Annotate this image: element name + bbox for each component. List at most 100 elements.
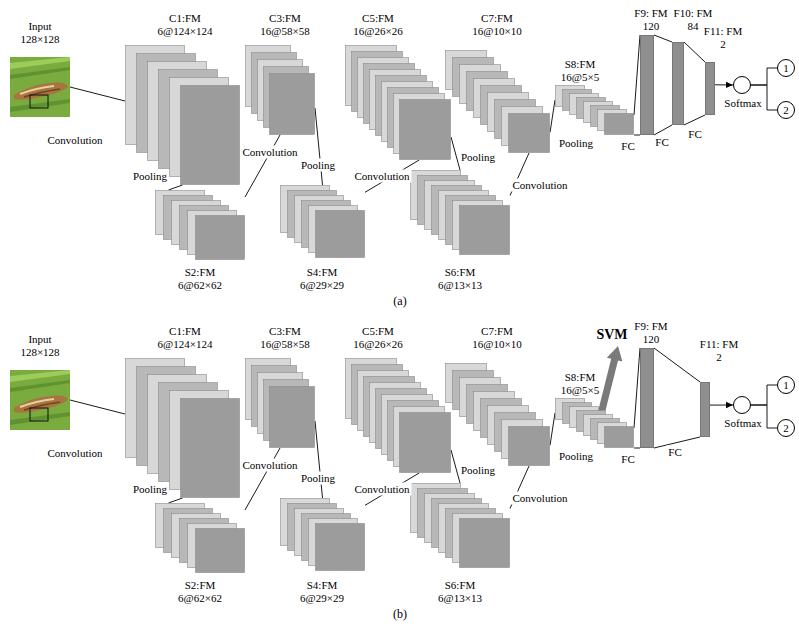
connector-line: [70, 87, 125, 101]
layer-label: C7:FM 16@10×10: [467, 325, 527, 351]
streak: [24, 89, 60, 97]
feature-map-stack: [445, 50, 550, 153]
edge-label-holder: Pooling: [131, 170, 169, 183]
edge-label-holder: Pooling: [459, 464, 497, 477]
connector-line: [684, 115, 705, 125]
label-holder: Softmax: [718, 417, 768, 430]
edge-label-holder: Convolution: [352, 483, 411, 496]
edge-label-holder: Convolution: [510, 179, 569, 192]
layer-label: Softmax: [718, 97, 768, 110]
connector-line: [169, 185, 183, 190]
feature-map-node: S4:FM 6@29×29: [280, 498, 365, 571]
feature-map-stack: [155, 503, 245, 573]
label-holder: Input 128×128: [14, 20, 66, 46]
feature-map-node: S6:FM 6@13×13: [410, 170, 510, 255]
layer-label: C1:FM 6@124×124: [155, 325, 215, 351]
connector-line: [245, 135, 280, 197]
input-node: Input 128×128: [10, 370, 70, 430]
fc-layer-bar: F9: FM 120: [640, 348, 654, 448]
operation-label: Pooling: [557, 137, 595, 150]
panel-label: (b): [393, 607, 407, 622]
connector-line: [654, 125, 672, 135]
kernel-window: [30, 95, 48, 108]
output-class-number: 2: [778, 420, 794, 436]
operation-label: Pooling: [299, 159, 337, 172]
layer-label: C7:FM 16@10×10: [467, 12, 527, 38]
connector-line: [550, 100, 555, 132]
feature-map-sheet: [509, 114, 550, 153]
fc-layer-bar: F9: FM 120: [640, 35, 654, 135]
connector-line: [550, 413, 555, 445]
edge-label-holder: Convolution: [510, 492, 569, 505]
feature-map-stack: [345, 45, 451, 160]
layer-label: Input 128×128: [14, 20, 66, 46]
edge-label-holder: FC: [619, 140, 636, 153]
feature-map-node: C7:FM 16@10×10: [445, 50, 550, 153]
label-holder: C3:FM 16@58×58: [255, 325, 315, 351]
stripe: [10, 57, 70, 69]
kernel-window: [30, 408, 48, 421]
edge-label-holder: Convolution: [352, 170, 411, 183]
feature-map-stack: [125, 358, 240, 498]
label-holder: C1:FM 6@124×124: [155, 12, 215, 38]
operation-label: Convolution: [510, 179, 569, 192]
connector: [70, 400, 125, 414]
connector-line: [654, 348, 700, 382]
operation-label: Convolution: [352, 170, 411, 183]
connector: [684, 42, 705, 125]
connector: [654, 35, 672, 135]
label-holder: S8:FM 16@5×5: [554, 58, 606, 84]
circle-node: 2: [777, 101, 795, 119]
output-class-number: 1: [778, 60, 794, 76]
layer-label: C5:FM 16@26×26: [348, 12, 408, 38]
connector: [245, 448, 280, 510]
layer-label: Input 128×128: [14, 333, 66, 359]
layer-label: C3:FM 16@58×58: [255, 325, 315, 351]
operation-label: Convolution: [510, 492, 569, 505]
connector: [654, 348, 700, 448]
field: [10, 370, 70, 430]
layer-label: S2:FM 6@62×62: [170, 266, 230, 292]
feature-map-stack: [555, 398, 634, 448]
fc-layer-bar: F11: FM 2: [705, 62, 715, 115]
layer-label: C5:FM 16@26×26: [348, 325, 408, 351]
label-holder: S4:FM 6@29×29: [292, 266, 352, 292]
layer-label: S4:FM 6@29×29: [292, 579, 352, 605]
feature-map-node: C5:FM 16@26×26: [345, 45, 451, 160]
label-holder: S2:FM 6@62×62: [170, 266, 230, 292]
feature-map-stack: [410, 483, 510, 568]
layer-label: C1:FM 6@124×124: [155, 12, 215, 38]
operation-label: Convolution: [45, 447, 104, 460]
operation-label: Convolution: [240, 459, 299, 472]
feature-map-node: S8:FM 16@5×5: [555, 398, 634, 448]
connector: [751, 385, 777, 405]
edge-label-holder: Convolution: [45, 134, 104, 147]
operation-label: Convolution: [352, 483, 411, 496]
edge-label-holder: Pooling: [131, 483, 169, 496]
connector: [550, 100, 555, 132]
feature-map-sheet: [400, 413, 451, 473]
circle-node: 1: [777, 376, 795, 394]
field: [10, 57, 70, 117]
feature-map-stack: [445, 363, 550, 466]
connector-line: [751, 385, 777, 405]
stripe: [10, 380, 70, 392]
feature-map-sheet: [316, 524, 365, 571]
feature-map-node: S6:FM 6@13×13: [410, 483, 510, 568]
operation-label: Pooling: [131, 483, 169, 496]
operation-label: FC: [666, 446, 683, 459]
layer-label: S6:FM 6@13×13: [430, 579, 490, 605]
label-holder: C7:FM 16@10×10: [467, 12, 527, 38]
feature-map-stack: [410, 170, 510, 255]
edge-label-holder: FC: [653, 136, 670, 149]
feature-map-sheet: [316, 211, 365, 258]
operation-label: Convolution: [240, 146, 299, 159]
connector-line: [245, 448, 280, 510]
operation-label: FC: [686, 128, 703, 141]
layer-label: F11: FM 2: [701, 25, 745, 51]
free-label-holder: (a): [393, 294, 406, 309]
layer-label: F9: FM 120: [630, 320, 672, 346]
circle-node: Softmax: [733, 396, 751, 414]
label-holder: C1:FM 6@124×124: [155, 325, 215, 351]
label-holder: C3:FM 16@58×58: [255, 12, 315, 38]
